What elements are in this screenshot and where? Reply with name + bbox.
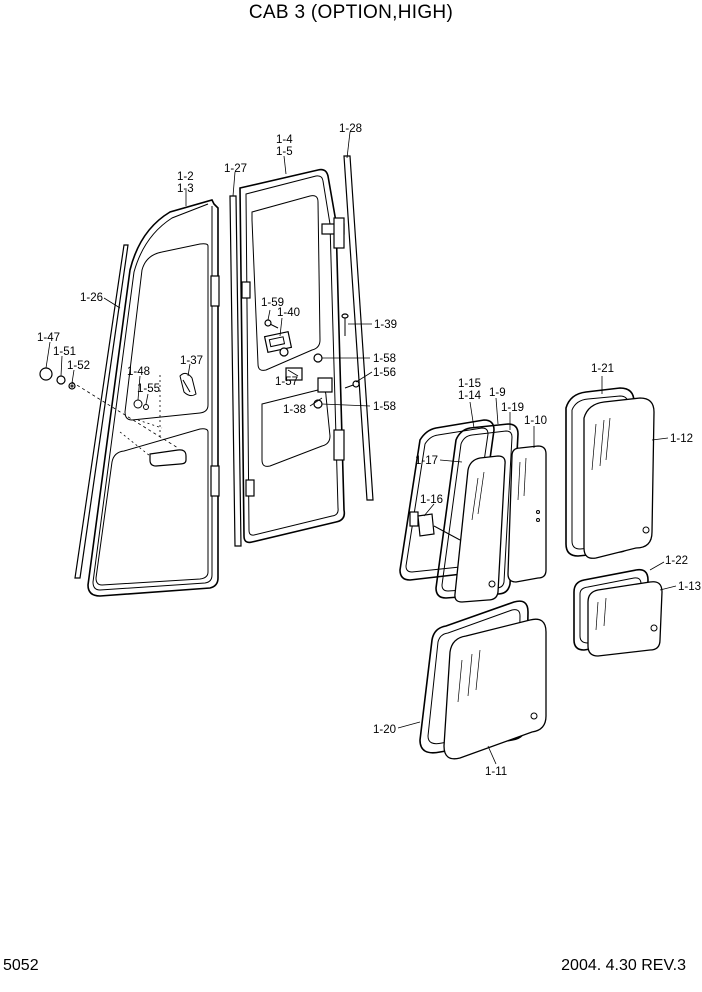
seal-strip-1-27 xyxy=(229,195,242,547)
label-1-14: 1-14 xyxy=(458,390,482,402)
assembly-guide-lines-left xyxy=(71,375,179,457)
label-1-5: 1-5 xyxy=(276,146,293,158)
label-1-13: 1-13 xyxy=(678,581,701,593)
label-1-58b: 1-58 xyxy=(373,401,396,413)
label-1-40: 1-40 xyxy=(277,307,300,319)
door-frame-1-4 xyxy=(239,168,360,544)
label-1-11: 1-11 xyxy=(485,766,507,778)
glass-1-13 xyxy=(587,581,663,657)
label-1-19: 1-19 xyxy=(501,402,524,414)
label-1-57: 1-57 xyxy=(275,376,298,388)
label-1-58a: 1-58 xyxy=(373,353,396,365)
label-1-55: 1-55 xyxy=(137,383,160,395)
sliding-frame-1-19 xyxy=(435,423,519,599)
label-1-26: 1-26 xyxy=(80,292,103,304)
label-1-2: 1-2 xyxy=(177,171,194,183)
label-1-15: 1-15 xyxy=(458,378,481,390)
label-1-4: 1-4 xyxy=(276,134,293,146)
label-1-27: 1-27 xyxy=(224,163,247,175)
glass-1-11 xyxy=(443,618,547,760)
leader-lines xyxy=(45,131,677,765)
clip-1-37 xyxy=(179,372,197,397)
glass-1-17 xyxy=(454,455,506,603)
part-labels: 1-2 1-3 1-4 1-5 1-27 1-28 1-26 1-47 1-51… xyxy=(37,123,701,778)
label-1-10: 1-10 xyxy=(524,415,547,427)
label-1-37: 1-37 xyxy=(180,355,203,367)
page-title: CAB 3 (OPTION,HIGH) xyxy=(248,2,454,23)
label-1-20: 1-20 xyxy=(373,724,396,736)
label-1-39: 1-39 xyxy=(374,319,397,331)
label-1-22: 1-22 xyxy=(665,555,688,567)
label-1-51: 1-51 xyxy=(53,346,76,358)
label-1-9: 1-9 xyxy=(489,387,506,399)
label-1-28: 1-28 xyxy=(339,123,362,135)
label-1-17: 1-17 xyxy=(415,455,438,467)
label-1-12: 1-12 xyxy=(670,433,693,445)
seal-strip-1-28 xyxy=(343,155,374,501)
seal-strip-1-26 xyxy=(74,244,129,579)
label-1-48: 1-48 xyxy=(127,366,150,378)
glass-1-12 xyxy=(583,397,655,559)
left-window-frame-1-2 xyxy=(87,199,220,597)
label-1-21: 1-21 xyxy=(591,363,614,375)
label-1-59: 1-59 xyxy=(261,297,284,309)
label-1-38: 1-38 xyxy=(283,404,306,416)
label-1-3: 1-3 xyxy=(177,183,194,195)
label-1-52: 1-52 xyxy=(67,360,90,372)
page-number: 5052 xyxy=(3,957,39,974)
label-1-16: 1-16 xyxy=(420,494,443,506)
revision-date: 2004. 4.30 REV.3 xyxy=(561,957,686,974)
glass-1-10 xyxy=(507,445,547,583)
latch-1-16 xyxy=(417,513,461,541)
label-1-47: 1-47 xyxy=(37,332,60,344)
label-1-56: 1-56 xyxy=(373,367,396,379)
